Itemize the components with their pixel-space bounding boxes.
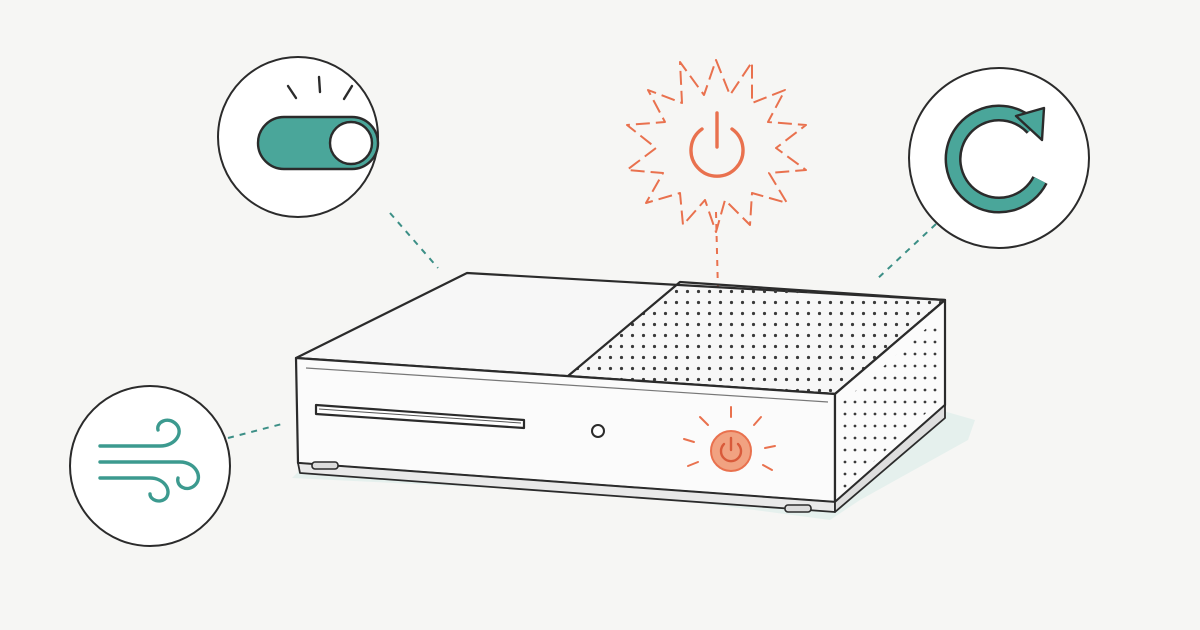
side-vent-grille bbox=[843, 318, 938, 490]
wind-icon bbox=[98, 418, 200, 503]
power-burst-icon bbox=[626, 59, 807, 233]
game-console bbox=[294, 271, 947, 513]
foot-left bbox=[311, 461, 339, 470]
power-symbol-icon bbox=[689, 111, 745, 178]
front-power-button[interactable] bbox=[683, 406, 776, 472]
eject-sensor bbox=[591, 424, 605, 438]
restart-arrow-icon bbox=[944, 104, 1048, 214]
press-rays bbox=[683, 406, 776, 471]
callout-restart bbox=[908, 67, 1090, 249]
power-icon bbox=[719, 436, 743, 463]
toggle-switch-on-icon bbox=[256, 75, 380, 171]
callout-airflow bbox=[69, 385, 231, 547]
callout-power-button-press bbox=[626, 59, 807, 233]
callout-power-toggle bbox=[217, 56, 380, 218]
foot-right bbox=[784, 504, 812, 513]
